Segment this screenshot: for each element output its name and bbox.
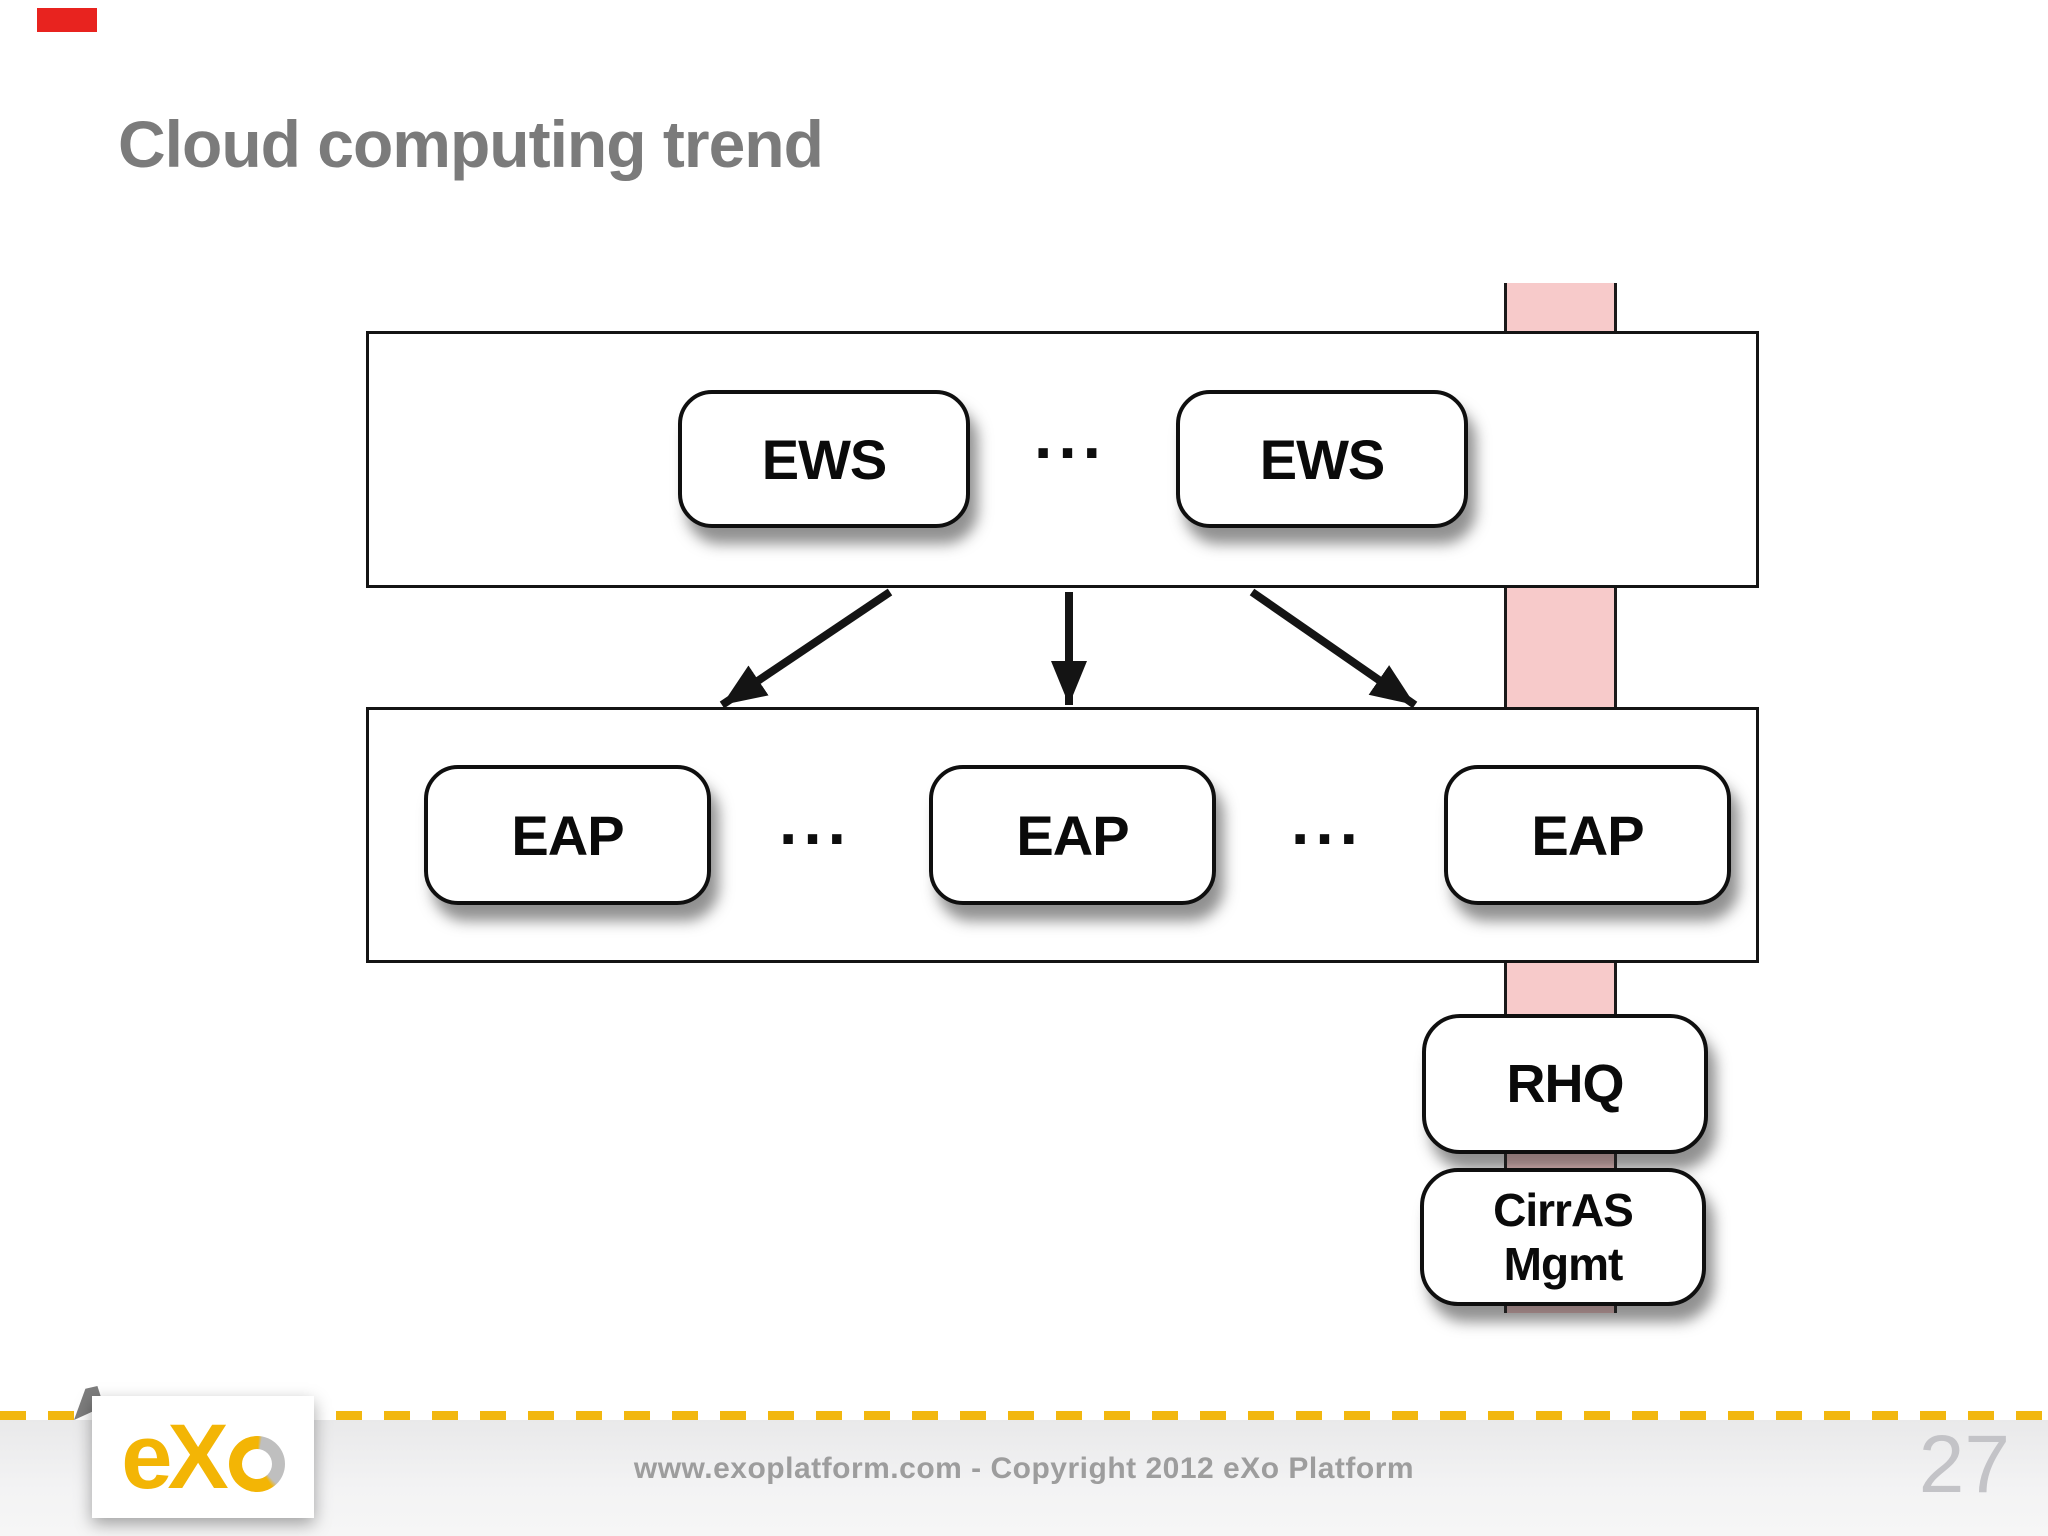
footer-copyright: www.exoplatform.com - Copyright 2012 eXo… (633, 1452, 1415, 1485)
exo-logo-text: eX (121, 1406, 229, 1508)
footer-bar (0, 1420, 2048, 1536)
ellipsis-eap-2: ... (1291, 784, 1365, 858)
node-ews-2-label: EWS (1259, 427, 1386, 491)
node-eap-3: EAP (1444, 765, 1731, 905)
page-title: Cloud computing trend (118, 107, 824, 182)
node-cirras-line2: Mgmt (1503, 1238, 1624, 1290)
node-ews-1-label: EWS (761, 427, 888, 491)
node-rhq: RHQ (1422, 1014, 1708, 1154)
node-ews-1: EWS (678, 390, 970, 528)
ews-container (366, 331, 1759, 588)
page-number: 27 (1918, 1419, 2010, 1510)
node-cirras-line1: CirrAS (1493, 1184, 1634, 1236)
exo-logo: eX (92, 1396, 314, 1518)
node-eap-1-label: EAP (511, 803, 624, 867)
node-eap-2: EAP (929, 765, 1216, 905)
node-eap-1: EAP (424, 765, 711, 905)
footer-dashed-line (0, 1411, 2048, 1420)
ellipsis-eap-1: ... (779, 784, 853, 858)
node-cirras-mgmt: CirrAS Mgmt (1420, 1168, 1706, 1306)
node-eap-3-label: EAP (1531, 803, 1644, 867)
node-rhq-label: RHQ (1506, 1054, 1625, 1114)
node-eap-2-label: EAP (1016, 803, 1129, 867)
red-accent-bar (37, 8, 97, 32)
logo-o-icon (228, 1436, 285, 1492)
ellipsis-ews: ... (1034, 398, 1108, 472)
node-ews-2: EWS (1176, 390, 1468, 528)
